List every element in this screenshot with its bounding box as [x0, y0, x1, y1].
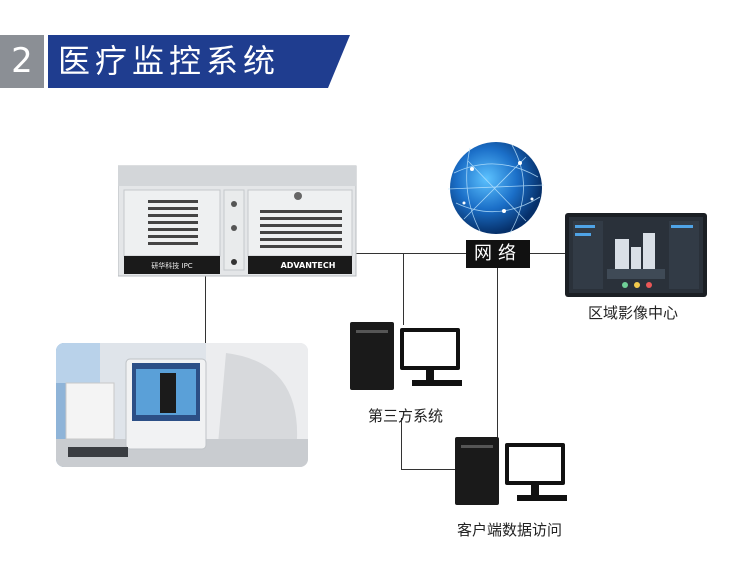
connector-network-center: [530, 253, 565, 254]
section-number: 2: [0, 35, 44, 88]
connector-server-network: [355, 253, 466, 254]
globe-icon: [447, 142, 545, 234]
third-party-computer-icon: [350, 322, 462, 390]
connector-client-left: [401, 418, 402, 470]
medical-workstation-photo: [56, 343, 308, 467]
connector-client-bottom: [401, 469, 459, 470]
network-label: 网络: [466, 240, 530, 268]
connector-third-party: [403, 253, 404, 325]
section-title: 医疗监控系统: [58, 42, 281, 80]
connector-client-vertical: [497, 268, 498, 438]
server-plate-text: 研华科技 IPC: [151, 261, 193, 270]
client-computer-icon: [455, 437, 567, 505]
title-banner: [48, 35, 350, 88]
connector-server-photo: [205, 276, 206, 344]
server-brand-text: ADVANTECH: [281, 261, 336, 270]
third-party-label: 第三方系统: [368, 407, 444, 425]
client-label: 客户端数据访问: [457, 521, 563, 539]
regional-center-screen-icon: [565, 213, 707, 297]
regional-center-label: 区域影像中心: [588, 304, 679, 322]
industrial-pc-icon: 研华科技 IPC ADVANTECH: [118, 165, 357, 277]
